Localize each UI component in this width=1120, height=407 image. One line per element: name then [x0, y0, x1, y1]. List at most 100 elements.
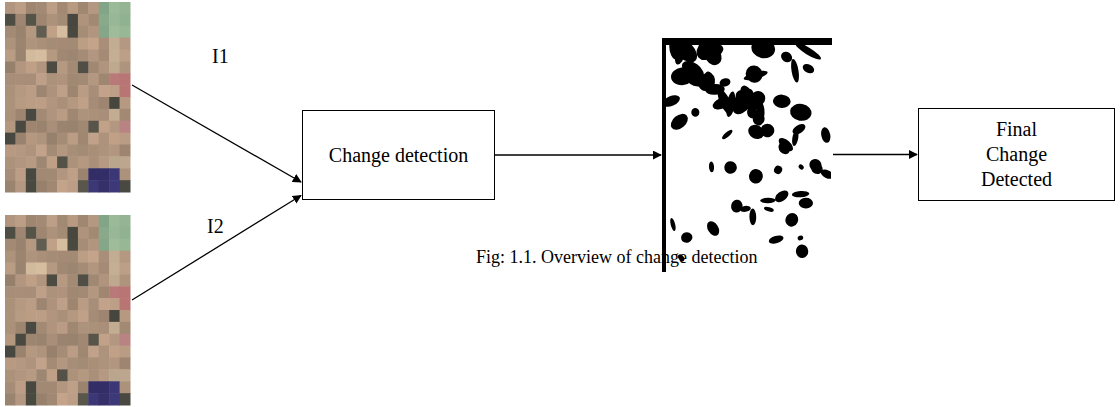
pixel: [99, 274, 110, 286]
pixel: [68, 85, 79, 97]
pixel: [88, 50, 99, 62]
pixel: [68, 310, 79, 322]
pixel: [15, 97, 26, 109]
change-blob: [797, 235, 804, 242]
pixel: [120, 322, 131, 334]
pixel: [120, 14, 131, 26]
pixel: [15, 346, 26, 358]
pixel: [36, 346, 47, 358]
pixel: [26, 358, 37, 370]
pixel: [47, 286, 58, 298]
pixel: [5, 168, 16, 180]
pixel: [68, 38, 79, 50]
change-blob: [755, 102, 765, 126]
pixel: [99, 133, 110, 145]
pixel: [109, 251, 120, 263]
pixel: [47, 133, 58, 145]
pixel: [57, 2, 68, 14]
change-blob: [799, 198, 814, 209]
pixel: [88, 322, 99, 334]
pixel: [26, 85, 37, 97]
pixel: [36, 274, 47, 286]
pixel: [120, 346, 131, 358]
pixel: [120, 239, 131, 251]
pixel: [99, 286, 110, 298]
pixel: [15, 251, 26, 263]
pixel: [5, 2, 16, 14]
change-blob: [772, 94, 791, 108]
pixel: [99, 239, 110, 251]
pixel: [26, 121, 37, 133]
pixel: [15, 227, 26, 239]
pixel: [15, 85, 26, 97]
pixel: [5, 298, 16, 310]
pixel: [88, 239, 99, 251]
pixel: [26, 346, 37, 358]
pixel: [109, 358, 120, 370]
pixel: [15, 156, 26, 168]
process-box: Change detection: [302, 110, 495, 200]
pixel: [68, 334, 79, 346]
pixel: [15, 286, 26, 298]
pixel: [99, 121, 110, 133]
pixel: [88, 263, 99, 275]
pixel: [78, 61, 89, 73]
pixel: [47, 180, 58, 192]
pixel: [26, 322, 37, 334]
pixel: [99, 156, 110, 168]
pixel: [15, 50, 26, 62]
pixel: [15, 334, 26, 346]
pixel: [78, 310, 89, 322]
pixel: [36, 168, 47, 180]
pixel: [78, 38, 89, 50]
pixel: [78, 133, 89, 145]
pixel: [88, 133, 99, 145]
pixel: [26, 97, 37, 109]
pixel: [109, 322, 120, 334]
pixel: [88, 38, 99, 50]
pixel: [88, 334, 99, 346]
pixel: [5, 180, 16, 192]
pixel: [99, 97, 110, 109]
pixel: [15, 109, 26, 121]
pixel: [26, 274, 37, 286]
pixel: [57, 85, 68, 97]
pixel: [120, 286, 131, 298]
pixel: [15, 274, 26, 286]
pixel: [15, 61, 26, 73]
pixel: [109, 145, 120, 157]
map-border: [662, 38, 832, 45]
change-blob: [820, 126, 831, 143]
pixel: [68, 274, 79, 286]
pixel: [68, 145, 79, 157]
pixel: [68, 298, 79, 310]
pixel: [88, 180, 99, 192]
pixel: [15, 180, 26, 192]
pixel: [99, 381, 110, 393]
pixel: [47, 369, 58, 381]
pixel: [47, 310, 58, 322]
pixel: [26, 14, 37, 26]
pixel: [57, 121, 68, 133]
pixel: [120, 97, 131, 109]
pixel: [78, 145, 89, 157]
pixel: [47, 26, 58, 38]
pixel: [99, 393, 110, 405]
pixel: [120, 310, 131, 322]
pixel: [47, 227, 58, 239]
flow-arrow: [833, 154, 917, 155]
pixel: [68, 358, 79, 370]
pixel: [109, 381, 120, 393]
pixel: [36, 109, 47, 121]
pixel: [120, 26, 131, 38]
map-border: [662, 38, 666, 272]
pixel: [57, 50, 68, 62]
pixel: [57, 156, 68, 168]
pixel: [26, 26, 37, 38]
pixel: [120, 263, 131, 275]
pixel: [78, 97, 89, 109]
pixel: [15, 369, 26, 381]
pixel: [120, 251, 131, 263]
pixel: [36, 358, 47, 370]
pixel: [99, 215, 110, 227]
